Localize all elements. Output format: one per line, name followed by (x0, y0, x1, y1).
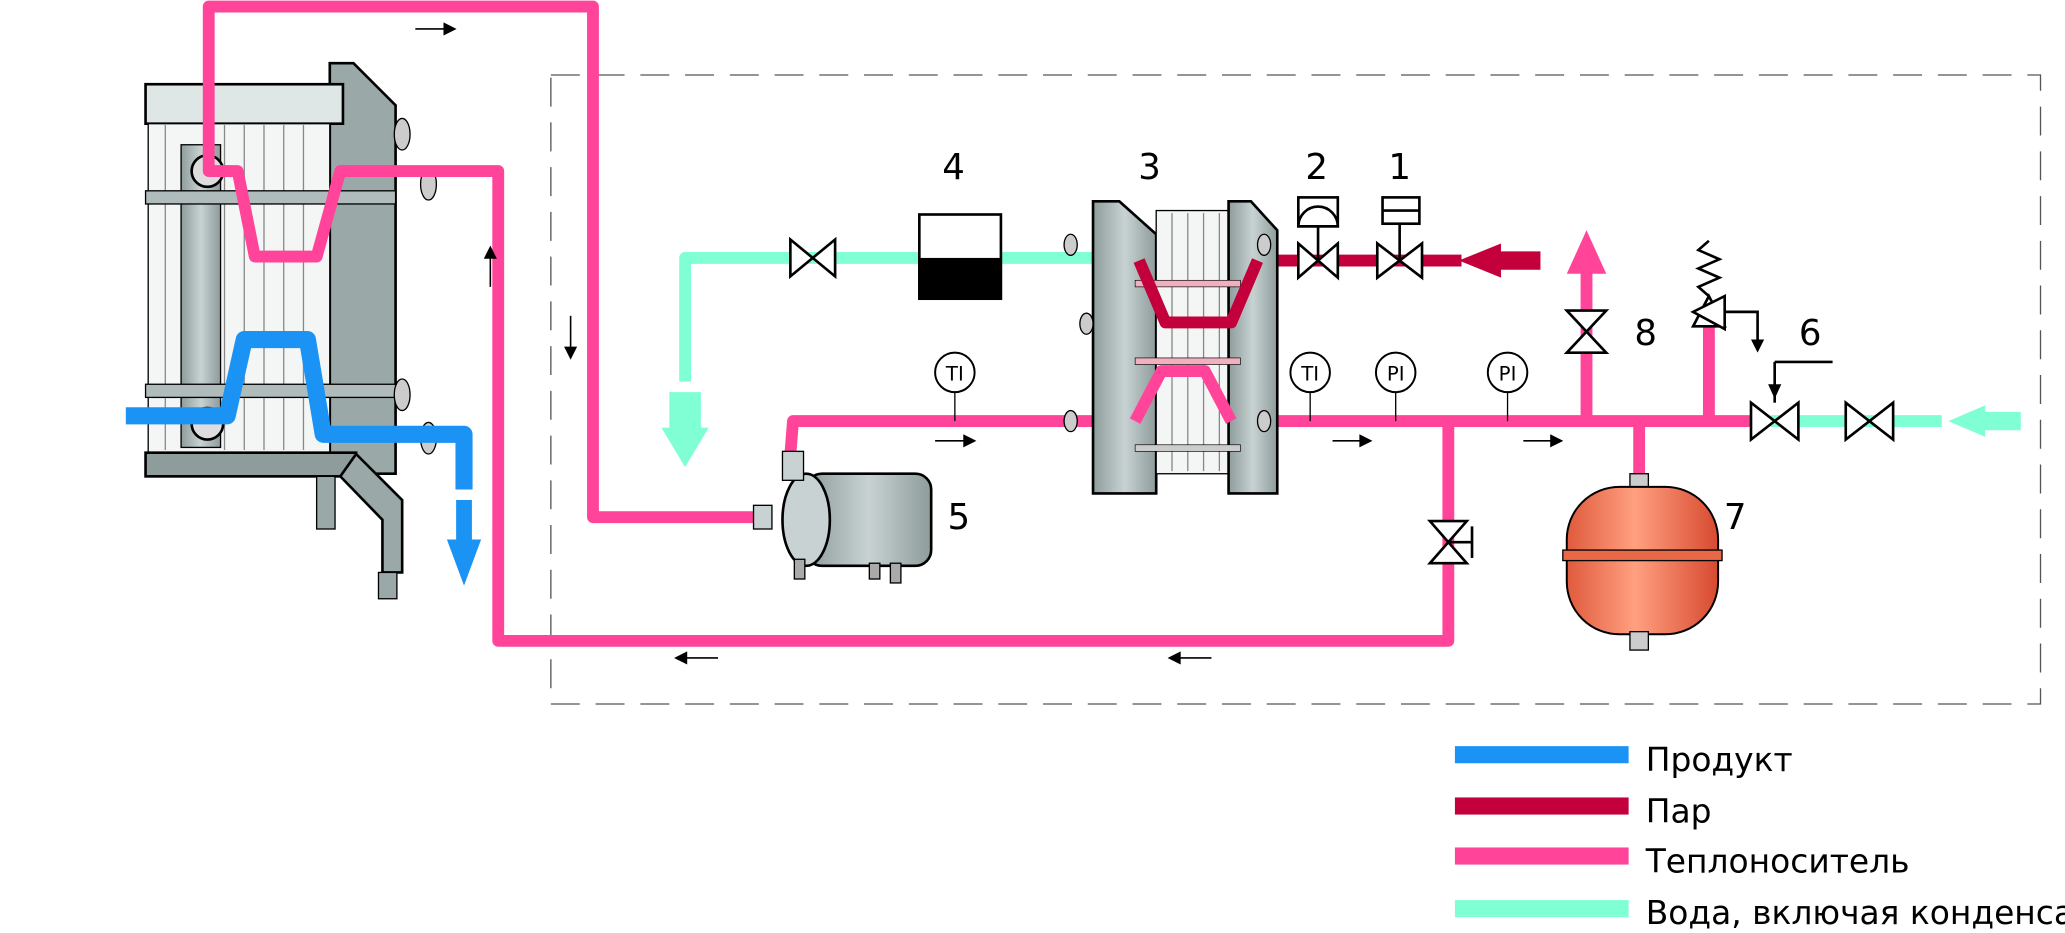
diaphragm-actuator-2 (1297, 205, 1340, 228)
steam-inlet-arrow (1458, 243, 1541, 278)
product-heat-exchanger (144, 61, 438, 600)
heating-medium-supply-line (202, 0, 1455, 647)
circulation-pump-5 (752, 450, 933, 584)
vent-valve-8[interactable] (1563, 309, 1610, 354)
label-5: 5 (948, 497, 971, 538)
water-valve[interactable] (1844, 399, 1895, 443)
legend-steam: Пар (1646, 791, 1712, 830)
label-6: 6 (1799, 313, 1822, 354)
product-outlet-arrow (446, 500, 482, 586)
legend: Продукт Пар Теплоноситель Вода, включая … (1454, 740, 2065, 932)
instrument-ti-1: TI (945, 362, 964, 385)
valve-1[interactable] (1375, 240, 1424, 281)
label-2: 2 (1305, 147, 1328, 188)
condensate-line (679, 252, 1133, 382)
vent-arrow (1566, 230, 1607, 274)
label-4: 4 (942, 147, 965, 188)
instrument-pi-2: PI (1499, 362, 1517, 385)
condensate-valve[interactable] (789, 236, 837, 280)
steam-heat-exchanger (1063, 200, 1279, 495)
instrument-pi-1: PI (1387, 362, 1405, 385)
flow-arrows (415, 22, 1564, 665)
condensate-arrow (661, 392, 709, 468)
legend-heating-medium: Теплоноситель (1645, 841, 1910, 880)
condensate-tank-4 (918, 213, 1003, 301)
legend-water: Вода, включая конденсат (1646, 893, 2065, 932)
product-line (125, 330, 473, 490)
label-1: 1 (1388, 147, 1411, 188)
label-8: 8 (1634, 313, 1657, 354)
expansion-tank-7 (1562, 473, 1723, 651)
label-3: 3 (1138, 147, 1161, 188)
instruments: TI TI PI PI (934, 351, 1529, 422)
water-inlet-arrow (1948, 405, 2021, 437)
label-7: 7 (1724, 497, 1747, 538)
legend-product: Продукт (1646, 740, 1793, 779)
system-boundary (550, 74, 2042, 705)
valve-6[interactable] (1749, 399, 1800, 443)
spring-icon (1695, 239, 1723, 298)
instrument-ti-2: TI (1300, 362, 1319, 385)
valve-2[interactable] (1297, 240, 1340, 281)
